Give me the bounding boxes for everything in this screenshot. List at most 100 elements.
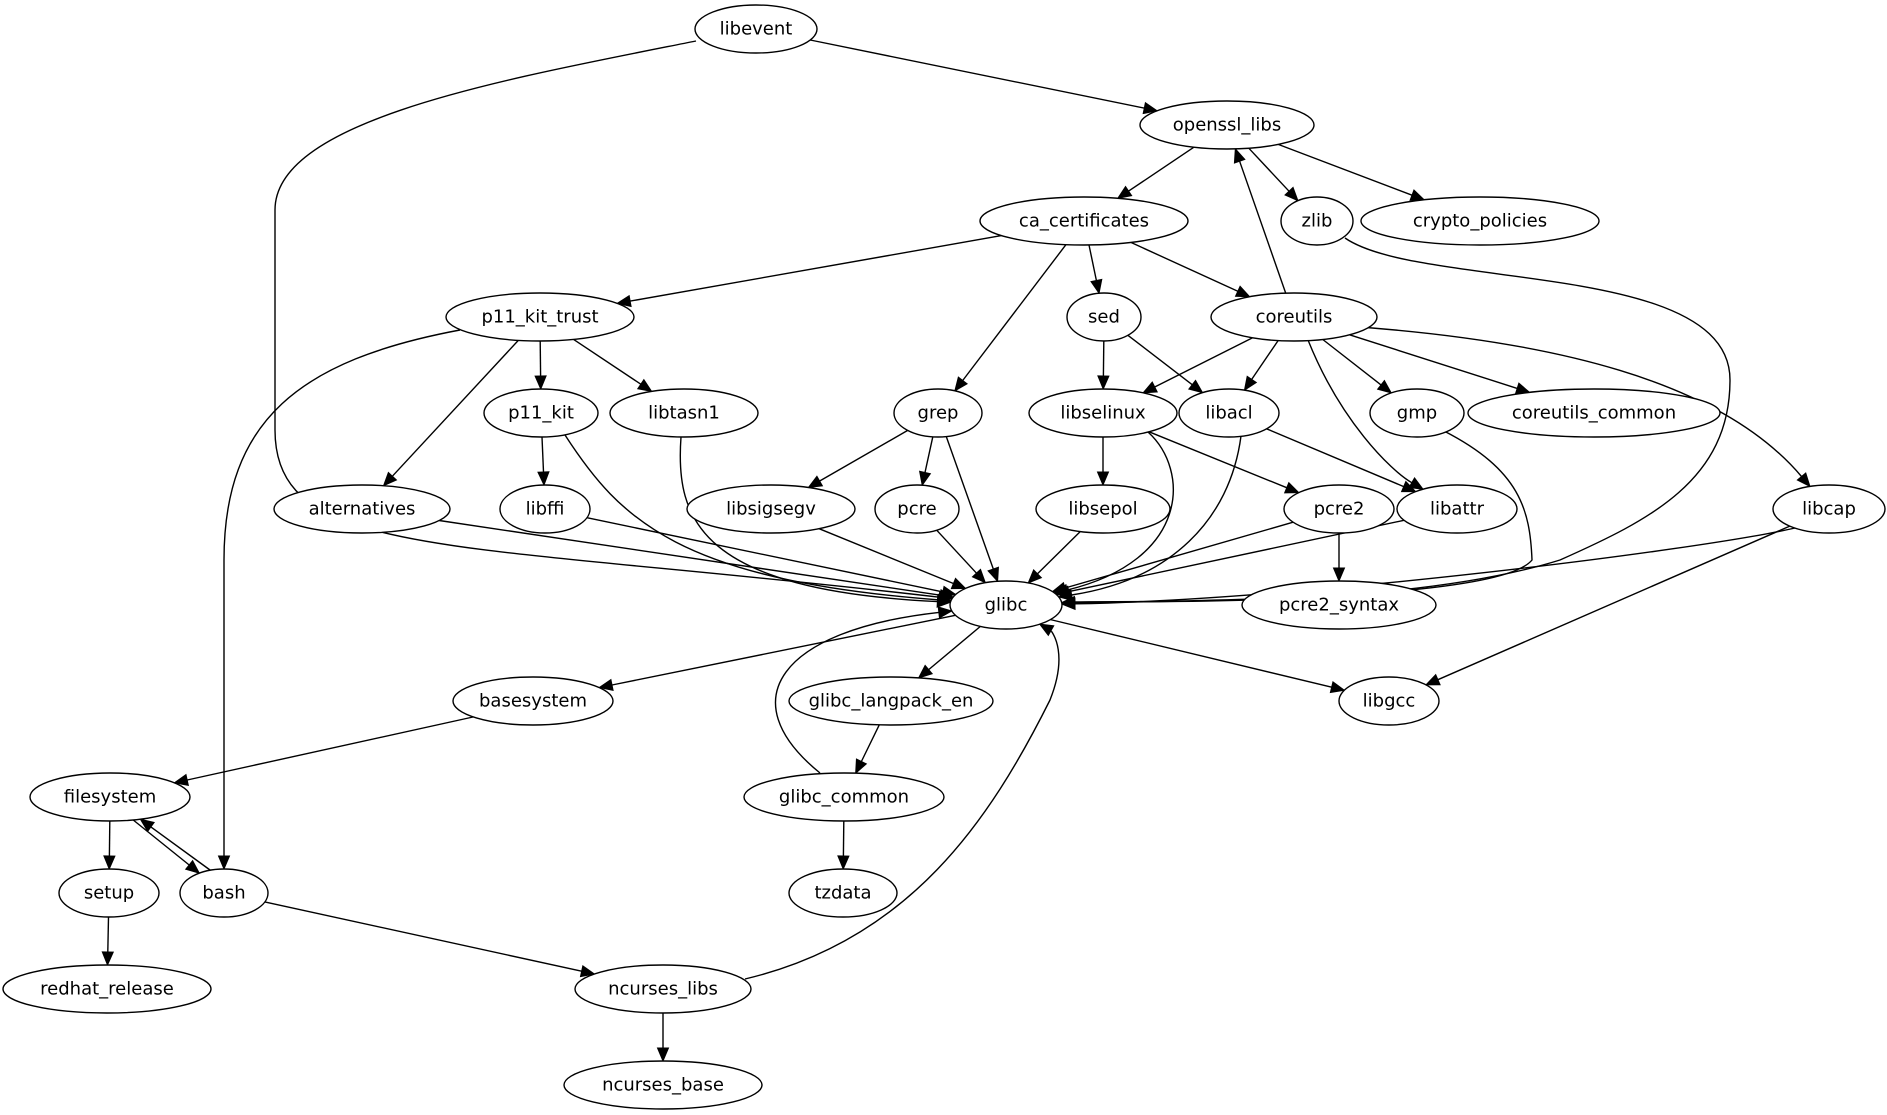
- edge-ncurses_libs-to-ncurses_base: [656, 1013, 670, 1063]
- edge-line: [223, 329, 461, 856]
- edge-grep-to-pcre: [918, 436, 934, 487]
- arrowhead-icon: [941, 585, 957, 598]
- node-p11-kit-trust[interactable]: p11_kit_trust: [445, 292, 635, 342]
- node-label: p11_kit_trust: [481, 307, 598, 328]
- edge-bash-to-filesystem: [139, 818, 211, 871]
- arrowhead-icon: [616, 294, 632, 308]
- edge-line: [819, 429, 909, 482]
- edge-alternatives-to-glibc: [439, 519, 955, 602]
- edge-pcre2-to-pcre2_syntax: [1332, 533, 1346, 583]
- node-gmp[interactable]: gmp: [1369, 388, 1465, 438]
- arrowhead-icon: [1284, 186, 1299, 202]
- node-pcre2-syntax[interactable]: pcre2_syntax: [1241, 580, 1437, 630]
- node-zlib[interactable]: zlib: [1280, 196, 1354, 246]
- node-libattr[interactable]: libattr: [1396, 484, 1518, 534]
- edge-line: [107, 916, 110, 953]
- edge-line: [264, 901, 582, 972]
- node-bash[interactable]: bash: [179, 868, 269, 918]
- node-libffi[interactable]: libffi: [499, 484, 591, 534]
- node-ncurses-libs[interactable]: ncurses_libs: [574, 964, 752, 1014]
- edge-coreutils-to-gmp: [1322, 338, 1393, 394]
- node-sed[interactable]: sed: [1066, 292, 1142, 342]
- node-crypto-policies[interactable]: crypto_policies: [1360, 196, 1600, 246]
- edge-coreutils-to-libattr: [1307, 339, 1425, 490]
- edge-coreutils-to-libselinux: [1141, 337, 1253, 394]
- node-ellipse: [743, 772, 945, 822]
- arrowhead-icon: [1332, 567, 1346, 583]
- node-p11-kit[interactable]: p11_kit: [483, 388, 599, 438]
- arrowhead-icon: [1142, 101, 1159, 115]
- edge-line: [1037, 531, 1081, 575]
- node-ellipse: [609, 388, 759, 438]
- edge-line: [1127, 334, 1193, 386]
- node-pcre[interactable]: pcre: [874, 484, 960, 534]
- node-libgcc[interactable]: libgcc: [1338, 676, 1440, 726]
- node-redhat-release[interactable]: redhat_release: [2, 964, 212, 1014]
- edge-p11_kit-to-libffi: [537, 436, 550, 487]
- arrowhead-icon: [636, 378, 653, 393]
- node-label: openssl_libs: [1173, 115, 1281, 136]
- node-label: libffi: [526, 499, 565, 520]
- node-ellipse: [1369, 388, 1465, 438]
- edge-line: [679, 436, 938, 603]
- arrowhead-icon: [579, 964, 596, 978]
- edge-line: [541, 436, 545, 473]
- node-label: ncurses_base: [602, 1075, 724, 1096]
- edge-libacl-to-libattr: [1266, 428, 1417, 493]
- node-libcap[interactable]: libcap: [1772, 484, 1886, 534]
- arrowhead-icon: [1243, 375, 1258, 392]
- node-openssl-libs[interactable]: openssl_libs: [1139, 100, 1315, 150]
- node-ellipse: [1210, 292, 1378, 342]
- node-ellipse: [1241, 580, 1437, 630]
- node-libacl[interactable]: libacl: [1178, 388, 1280, 438]
- node-ellipse: [452, 676, 614, 726]
- arrowhead-icon: [1424, 673, 1441, 686]
- node-label: glibc: [985, 595, 1028, 616]
- node-label: libcap: [1802, 499, 1856, 520]
- edge-line: [629, 234, 1002, 302]
- node-libsigsegv[interactable]: libsigsegv: [686, 484, 856, 534]
- node-libtasn1[interactable]: libtasn1: [609, 388, 759, 438]
- node-filesystem[interactable]: filesystem: [29, 772, 191, 822]
- node-tzdata[interactable]: tzdata: [788, 868, 898, 918]
- node-basesystem[interactable]: basesystem: [452, 676, 614, 726]
- arrowhead-icon: [1116, 185, 1133, 200]
- node-ellipse: [1338, 676, 1440, 726]
- node-ellipse: [499, 484, 591, 534]
- node-glibc[interactable]: glibc: [949, 580, 1063, 630]
- node-label: zlib: [1302, 211, 1333, 232]
- node-alternatives[interactable]: alternatives: [273, 484, 451, 534]
- node-glibc-common[interactable]: glibc_common: [743, 772, 945, 822]
- node-grep[interactable]: grep: [893, 388, 983, 438]
- node-label: libgcc: [1363, 691, 1416, 712]
- edge-line: [1148, 431, 1287, 489]
- edge-coreutils-to-libcap: [1345, 325, 1811, 488]
- edge-line: [1128, 146, 1195, 192]
- node-ca-certificates[interactable]: ca_certificates: [979, 196, 1189, 246]
- edge-grep-to-libsigsegv: [807, 429, 909, 489]
- node-label: gmp: [1397, 403, 1437, 424]
- node-coreutils-common[interactable]: coreutils_common: [1467, 388, 1721, 438]
- node-ncurses-base[interactable]: ncurses_base: [563, 1060, 763, 1110]
- edge-libffi-to-glibc: [586, 517, 957, 598]
- edge-p11_kit_trust-to-p11_kit: [534, 340, 547, 391]
- node-ellipse: [979, 196, 1189, 246]
- edge-line: [1322, 338, 1382, 386]
- edge-line: [1266, 428, 1404, 488]
- node-label: p11_kit: [508, 403, 574, 424]
- node-libsepol[interactable]: libsepol: [1035, 484, 1171, 534]
- node-ellipse: [874, 484, 960, 534]
- node-setup[interactable]: setup: [58, 868, 160, 918]
- edge-libselinux-to-pcre2: [1148, 431, 1300, 494]
- node-ellipse: [1139, 100, 1315, 150]
- edge-ca_certificates-to-p11_kit_trust: [616, 234, 1002, 308]
- edge-glibc-to-libgcc: [1047, 618, 1346, 694]
- node-libevent[interactable]: libevent: [694, 4, 818, 54]
- node-coreutils[interactable]: coreutils: [1210, 292, 1378, 342]
- node-libselinux[interactable]: libselinux: [1028, 388, 1178, 438]
- node-glibc-langpack-en[interactable]: glibc_langpack_en: [788, 676, 994, 726]
- edge-line: [1154, 337, 1253, 388]
- edge-coreutils-to-libacl: [1243, 340, 1279, 392]
- arrowhead-icon: [173, 773, 190, 786]
- node-pcre2[interactable]: pcre2: [1283, 484, 1395, 534]
